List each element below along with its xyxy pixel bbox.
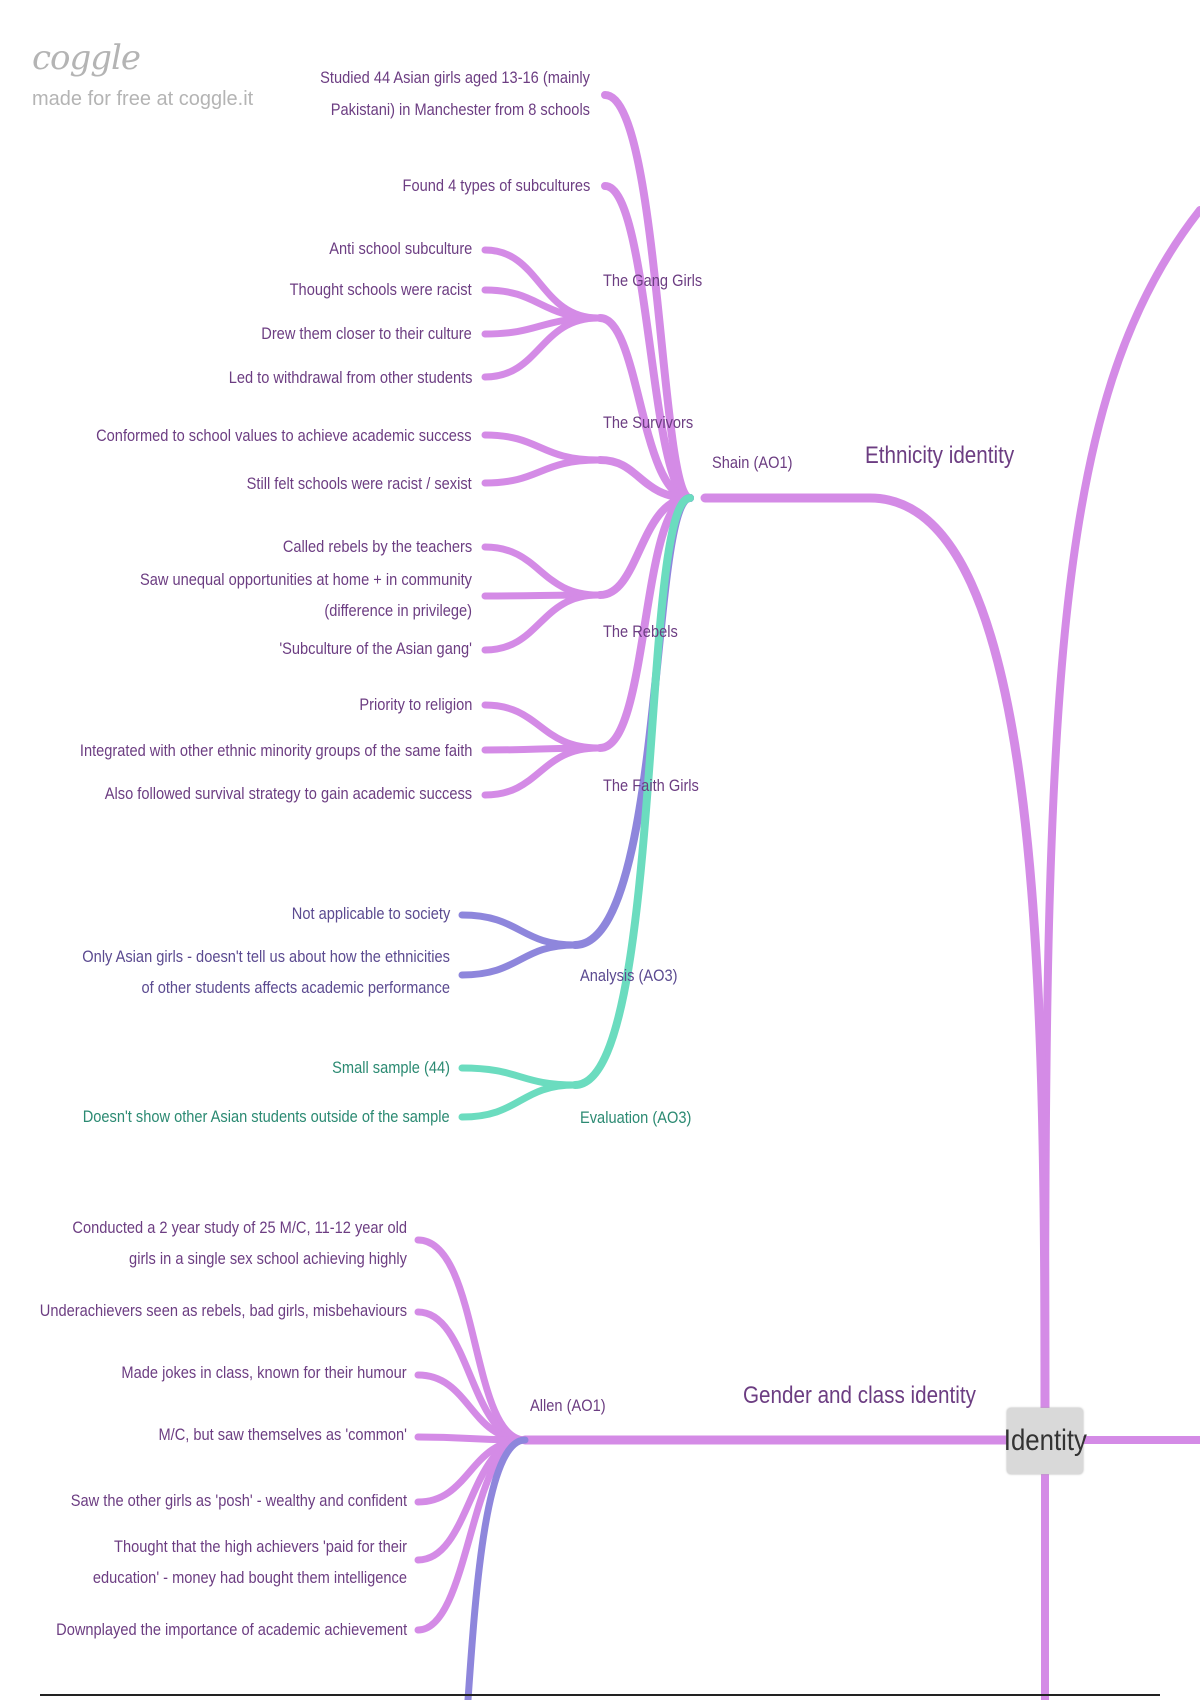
node-shain-study[interactable]: Studied 44 Asian girls aged 13-16 (mainl… [320, 68, 590, 119]
connector-shain-evaluation [571, 494, 694, 1089]
node-analysis[interactable]: Analysis (AO3) [580, 966, 678, 985]
node-analysis-item[interactable]: Not applicable to society [291, 904, 450, 923]
node-faith-girls[interactable]: The Faith Girls [603, 776, 699, 795]
node-allen-item[interactable]: Downplayed the importance of academic ac… [55, 1620, 407, 1639]
branch-ethnicity-identity[interactable]: Ethnicity identity [865, 442, 1015, 469]
connector-shain-faith [596, 494, 694, 752]
coggle-logo: coggle [32, 38, 141, 78]
node-shain[interactable]: Shain (AO1) [712, 453, 793, 472]
node-survivors-item[interactable]: Conformed to school values to achieve ac… [96, 426, 472, 445]
node-faith-girls-item[interactable]: Integrated with other ethnic minority gr… [79, 741, 472, 760]
node-allen-item[interactable]: Underachievers seen as rebels, bad girls… [39, 1301, 407, 1320]
node-allen-item[interactable]: Saw the other girls as 'posh' - wealthy … [70, 1491, 407, 1510]
node-allen-item[interactable]: Thought that the high achievers 'paid fo… [92, 1537, 407, 1587]
node-gang-girls-item[interactable]: Led to withdrawal from other students [228, 368, 472, 387]
node-gang-girls[interactable]: The Gang Girls [603, 271, 703, 290]
node-evaluation-item[interactable]: Doesn't show other Asian students outsid… [83, 1107, 450, 1126]
node-gang-girls-item[interactable]: Drew them closer to their culture [261, 324, 472, 343]
node-allen-item[interactable]: Conducted a 2 year study of 25 M/C, 11-1… [72, 1218, 407, 1268]
node-analysis-item[interactable]: Only Asian girls - doesn't tell us about… [82, 947, 451, 997]
root-node-identity[interactable]: Identity [1003, 1408, 1087, 1474]
node-rebels-item[interactable]: Saw unequal opportunities at home + in c… [140, 570, 472, 620]
node-rebels-item[interactable]: Called rebels by the teachers [282, 537, 472, 556]
connector-root-ethnicity [700, 493, 1050, 1445]
node-gang-girls-item[interactable]: Thought schools were racist [289, 280, 472, 299]
node-gang-girls-item[interactable]: Anti school subculture [328, 239, 472, 258]
node-rebels[interactable]: The Rebels [603, 622, 678, 641]
node-rebels-item[interactable]: 'Subculture of the Asian gang' [279, 639, 472, 658]
bottom-divider [40, 1694, 1160, 1696]
connector-shain-intro2 [601, 182, 694, 502]
node-allen-item[interactable]: Made jokes in class, known for their hum… [121, 1363, 407, 1382]
node-shain-types[interactable]: Found 4 types of subcultures [402, 176, 590, 195]
connector-root-up [1041, 206, 1200, 1444]
node-faith-girls-item[interactable]: Also followed survival strategy to gain … [104, 784, 472, 803]
branch-gender-class-identity[interactable]: Gender and class identity [743, 1382, 976, 1409]
node-survivors-item[interactable]: Still felt schools were racist / sexist [246, 474, 472, 493]
node-evaluation-item[interactable]: Small sample (44) [332, 1058, 450, 1077]
node-faith-girls-item[interactable]: Priority to religion [359, 695, 472, 714]
node-allen[interactable]: Allen (AO1) [530, 1396, 606, 1415]
node-allen-item[interactable]: M/C, but saw themselves as 'common' [158, 1425, 407, 1444]
root-node-label: Identity [1003, 1424, 1087, 1457]
coggle-watermark: coggle made for free at coggle.it [32, 38, 253, 111]
connector-shain-gang [596, 314, 694, 502]
node-evaluation[interactable]: Evaluation (AO3) [580, 1108, 692, 1127]
coggle-watermark-subtitle: made for free at coggle.it [32, 88, 254, 110]
connector-shain-survivors [596, 456, 694, 502]
node-survivors[interactable]: The Survivors [603, 413, 694, 432]
connector-shain-intro1 [601, 91, 694, 502]
